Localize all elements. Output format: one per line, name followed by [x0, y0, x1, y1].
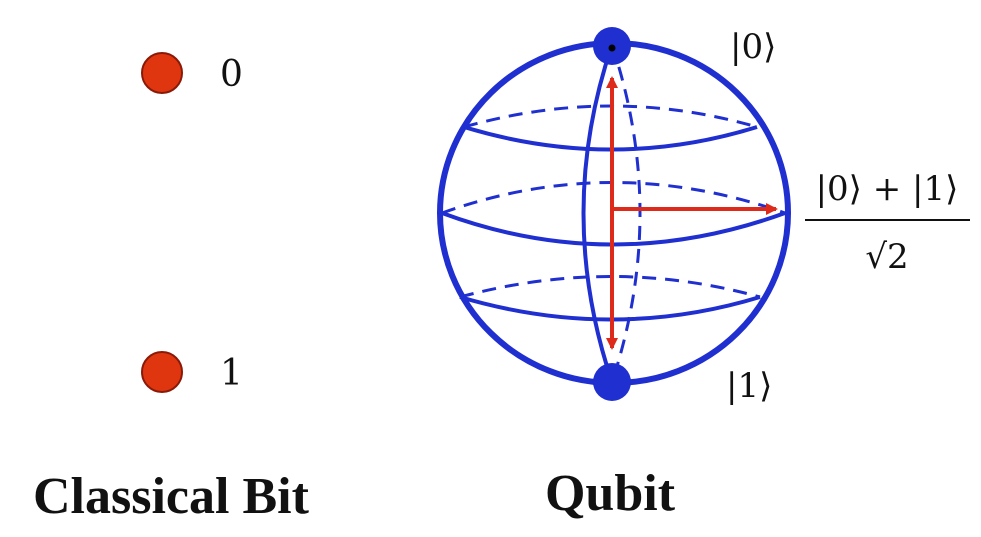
pole-zero-center-dot: [608, 44, 616, 52]
bit-one-label: 1: [220, 353, 243, 394]
classical-bit: 0 1 Classical Bit: [33, 52, 310, 525]
superposition-numerator: |0⟩ + |1⟩: [816, 169, 959, 209]
state-arrows: [606, 76, 778, 350]
bit-zero-label: 0: [220, 54, 243, 95]
meridian-front: [581, 44, 614, 383]
classical-bit-caption: Classical Bit: [33, 468, 310, 525]
qubit-caption: Qubit: [545, 465, 676, 522]
bit-one-dot: [141, 351, 183, 393]
bit-zero-dot: [141, 52, 183, 94]
superposition-fraction: |0⟩ + |1⟩ √2: [805, 169, 970, 277]
superposition-denominator: √2: [865, 237, 908, 277]
pole-one-dot: [593, 363, 631, 401]
latitude-lower-back: [459, 275, 761, 299]
ket-zero-label: |0⟩: [730, 27, 776, 67]
ket-one-label: |1⟩: [726, 366, 772, 406]
meridian-back: [610, 44, 642, 383]
